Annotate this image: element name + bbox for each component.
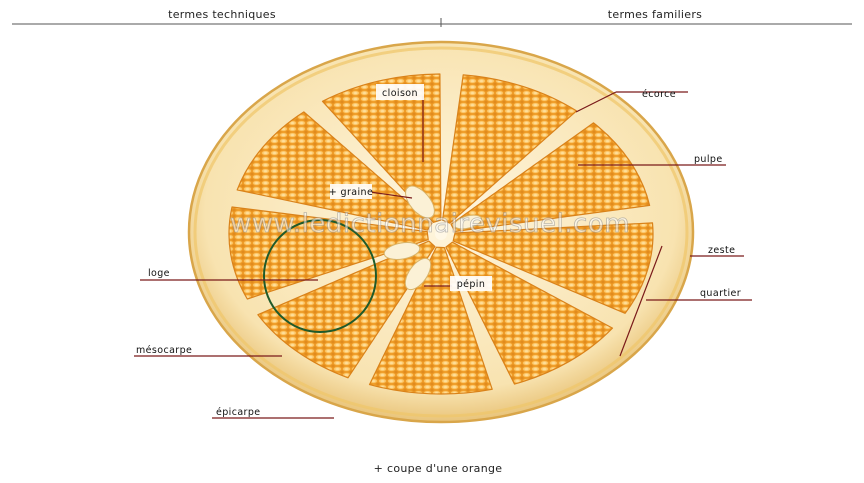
caption: + coupe d'une orange — [374, 462, 503, 475]
epicarpe-label: épicarpe — [216, 407, 261, 418]
graine-label: + graine — [329, 187, 373, 198]
zeste-label: zeste — [708, 245, 735, 256]
ecorce-label: écorce — [642, 89, 676, 100]
header-right-label: termes familiers — [608, 8, 702, 21]
header-left-label: termes techniques — [168, 8, 276, 21]
pulpe-label: pulpe — [694, 154, 723, 165]
cloison-label: cloison — [382, 88, 418, 99]
quartier-label: quartier — [700, 288, 741, 299]
pepin-label: pépin — [457, 279, 486, 290]
mesocarpe-label: mésocarpe — [136, 345, 192, 356]
watermark: www.ledictionnairevisuel.com — [230, 209, 630, 239]
header: termes techniques termes familiers — [12, 8, 852, 27]
loge-label: loge — [148, 268, 170, 279]
